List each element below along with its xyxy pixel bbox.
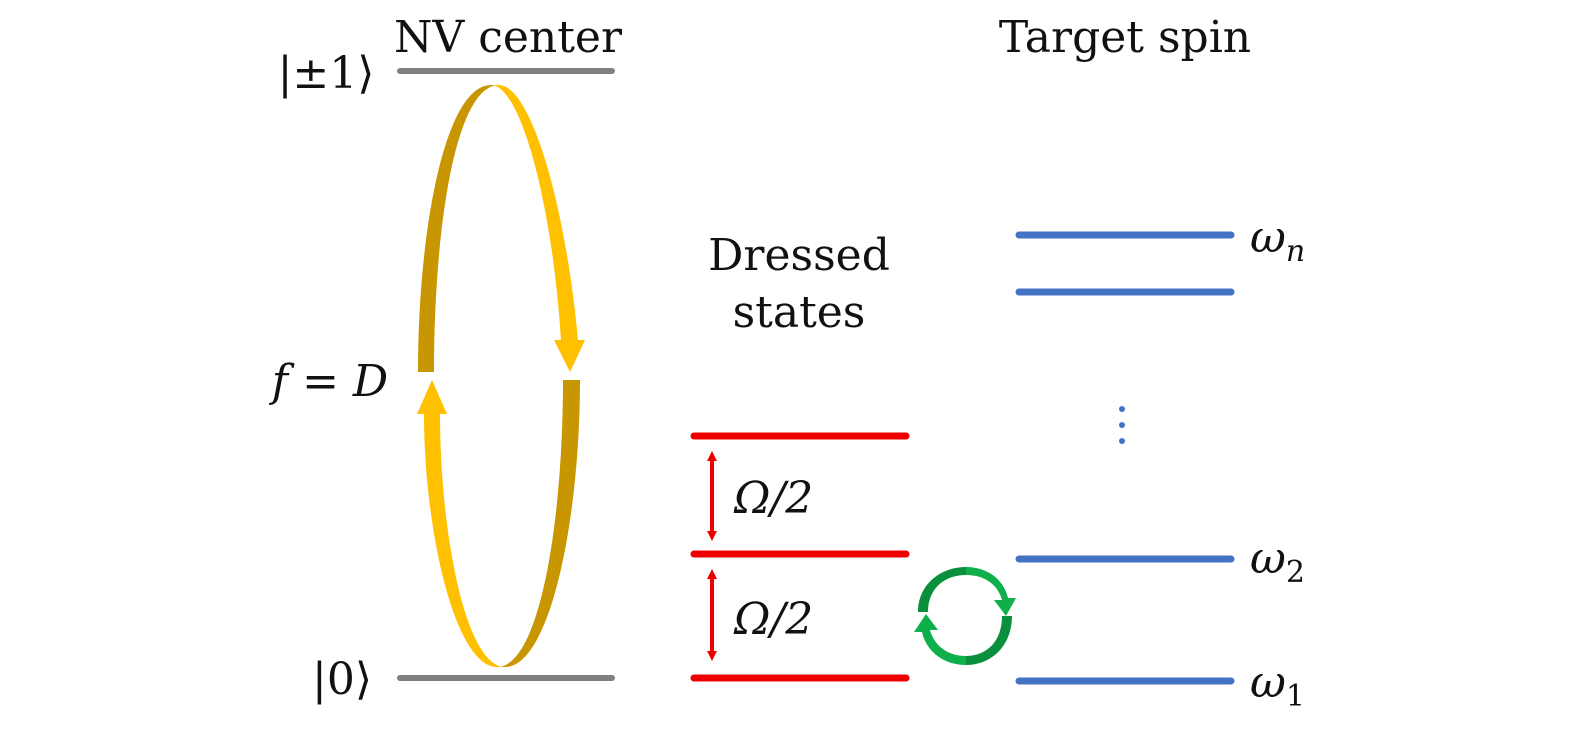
exchange-arc-upper-left: [918, 567, 966, 612]
nv-drive-label: f = D: [269, 356, 388, 407]
exchange-arrow-lower-left: [914, 614, 966, 665]
dressed-states-title-line2: states: [733, 287, 866, 338]
nv-cycle-right-down-arrow: [491, 85, 585, 372]
target-level-label-2: ω2: [1250, 533, 1305, 590]
dressed-gap-label-lower: Ω/2: [733, 594, 813, 645]
dressed-states-title-line1: Dressed: [708, 230, 890, 281]
target-level-label-n: ωn: [1250, 212, 1305, 269]
nv-cycle-left-up-arrow: [417, 380, 505, 667]
dressed-states-group: Dressed states Ω/2 Ω/2: [690, 230, 910, 682]
nv-upper-level-label: |±1⟩: [278, 48, 375, 99]
target-ellipsis: [1119, 406, 1125, 444]
nv-cycle-right-lower-arc: [497, 380, 580, 667]
exchange-arc-lower-right: [966, 616, 1012, 665]
nv-lower-level-label: |0⟩: [312, 654, 372, 705]
exchange-arrow-upper-right: [966, 567, 1016, 616]
target-level-label-1: ω1: [1250, 657, 1305, 714]
nv-cycle-left-upper-arc: [418, 85, 499, 372]
target-spin-title: Target spin: [999, 12, 1251, 63]
nv-transition-cycle: [417, 85, 585, 667]
target-spin-group: Target spin ωn ω2 ω1: [999, 12, 1305, 714]
nv-center-group: NV center |±1⟩ |0⟩ f = D: [269, 12, 623, 705]
exchange-cycle-arrows: [914, 567, 1016, 665]
dressed-gap-label-upper: Ω/2: [733, 473, 813, 524]
nv-center-title: NV center: [394, 12, 623, 63]
